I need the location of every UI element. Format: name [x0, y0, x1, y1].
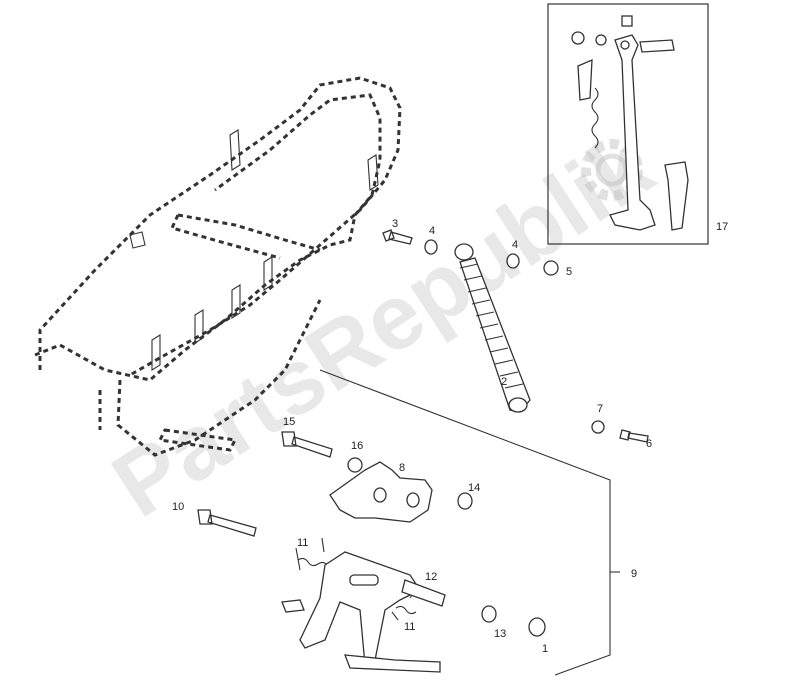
callout-1: 1 [542, 643, 548, 655]
callout-9: 9 [631, 568, 637, 580]
callout-7: 7 [597, 403, 603, 415]
callout-4b: 4 [512, 239, 518, 251]
callout-8: 8 [399, 462, 405, 474]
callout-labels: 1 2 3 4 4 5 6 7 8 9 10 11 11 12 13 14 15… [172, 218, 728, 655]
center-stand [281, 551, 446, 673]
callout-13: 13 [494, 628, 506, 640]
callout-2: 2 [501, 376, 507, 388]
callout-12: 12 [425, 571, 437, 583]
callout-11a: 11 [297, 537, 308, 549]
rear-shock-absorber [454, 243, 531, 413]
leader-lines [319, 369, 620, 676]
callout-5: 5 [566, 266, 572, 278]
fasteners [197, 229, 649, 637]
callout-17: 17 [716, 221, 728, 233]
engine-bracket [329, 461, 433, 523]
callout-10: 10 [172, 501, 184, 513]
callout-15: 15 [283, 416, 295, 428]
scooter-frame [34, 76, 402, 457]
callout-3: 3 [392, 218, 398, 230]
side-stand-inset [547, 3, 709, 245]
callout-14: 14 [468, 482, 480, 494]
callout-16: 16 [351, 440, 363, 452]
callout-6: 6 [646, 438, 652, 450]
callout-11b: 11 [404, 621, 415, 633]
callout-4a: 4 [429, 225, 435, 237]
